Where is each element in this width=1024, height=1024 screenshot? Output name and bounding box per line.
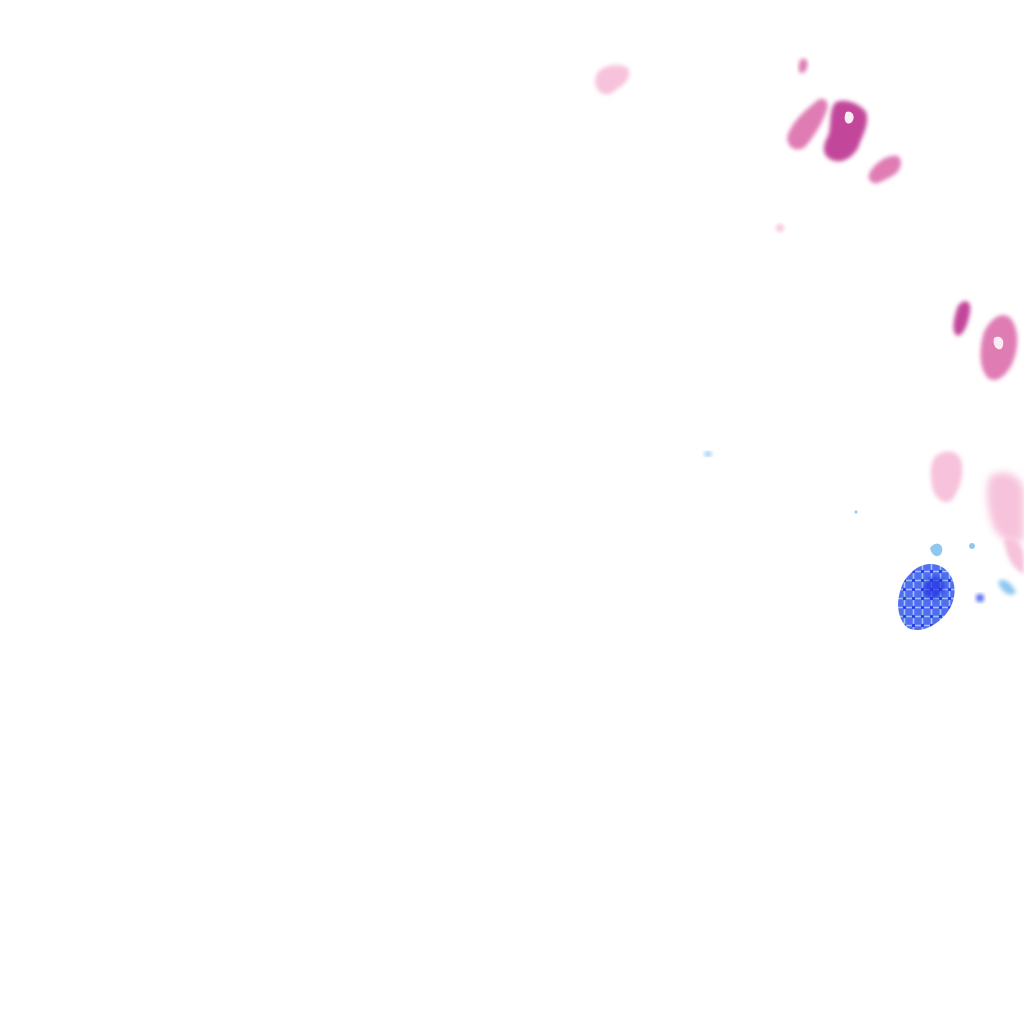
precip-cell-lower-right xyxy=(930,451,1024,574)
precip-cell-upper-right xyxy=(776,58,901,232)
precip-cell-blue xyxy=(854,510,1016,631)
precip-cell-right-mid xyxy=(953,301,1018,381)
precip-speck-center xyxy=(704,451,712,457)
precip-cell-top xyxy=(595,64,630,95)
